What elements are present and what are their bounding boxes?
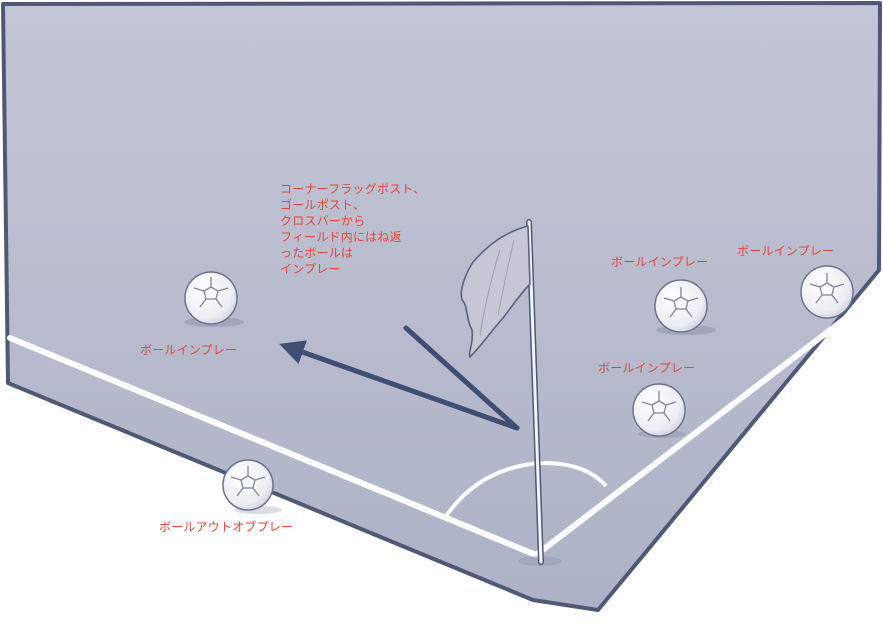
rebound-rule-note: コーナーフラッグポスト、 ゴールポスト、 クロスバーから フィールド内にはね返 …	[280, 181, 425, 277]
rebound-rule-line-3: クロスバーから	[280, 213, 425, 229]
label-far-right-in-play: ボールインプレー	[737, 244, 834, 259]
ball-far-right-in-play	[801, 266, 853, 318]
label-right-upper-in-play: ボールインプレー	[611, 255, 708, 270]
label-left-in-play: ボールインプレー	[140, 343, 237, 358]
rebound-rule-line-6: インプレー	[280, 261, 425, 277]
rebound-rule-line-1: コーナーフラッグポスト、	[280, 181, 425, 197]
rebound-rule-line-4: フィールド内にはね返	[280, 229, 425, 245]
rebound-rule-line-5: ったボールは	[280, 245, 425, 261]
label-out-of-play: ボールアウトオブプレー	[159, 520, 293, 535]
label-right-lower-in-play: ボールインプレー	[598, 361, 695, 376]
rebound-rule-line-2: ゴールポスト、	[280, 197, 425, 213]
